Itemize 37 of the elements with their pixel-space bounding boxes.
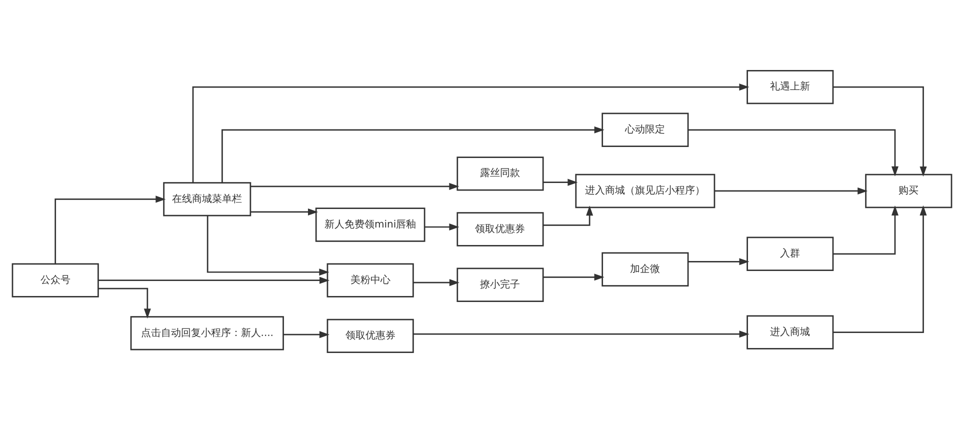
arrow (543, 206, 594, 226)
node-box: 领取优惠券 (456, 212, 544, 246)
arrow (192, 84, 750, 183)
node-box: 公众号 (12, 263, 99, 298)
arrow (413, 330, 750, 338)
arrow (833, 205, 898, 255)
node-box: 在线商城菜单栏 (163, 182, 252, 216)
node-box: 加企微 (602, 252, 689, 286)
arrow (688, 129, 898, 176)
arrow (833, 205, 927, 333)
node-box: 进入商城 (746, 315, 834, 350)
arrow (688, 258, 750, 266)
arrow (54, 196, 166, 264)
arrow (833, 86, 927, 177)
arrow (283, 331, 330, 338)
node-box: 心动限定 (602, 112, 689, 147)
node-box: 撩小完子 (456, 268, 544, 302)
arrow (250, 182, 460, 190)
node-box: 新人免费领mini唇釉 (315, 208, 426, 242)
arrow (206, 216, 330, 276)
arrow (543, 274, 604, 281)
node-box: 领取优惠券 (326, 318, 414, 354)
arrow (222, 126, 604, 183)
arrow (413, 279, 460, 286)
node-box: 入群 (746, 236, 834, 271)
node-box: 美粉中心 (326, 263, 414, 298)
arrow (98, 288, 151, 319)
node-box: 露丝同款 (456, 156, 544, 191)
node-box: 购买 (865, 174, 952, 208)
arrow (250, 208, 318, 216)
node-box: 礼遇上新 (746, 70, 834, 104)
node-box: 进入商城（旗见店小程序） (575, 174, 716, 208)
arrow (543, 178, 578, 186)
arrow (424, 223, 460, 231)
node-box: 点击自动回复小程序：新人.... (130, 316, 284, 350)
arrow (98, 276, 330, 284)
arrow (714, 187, 868, 194)
